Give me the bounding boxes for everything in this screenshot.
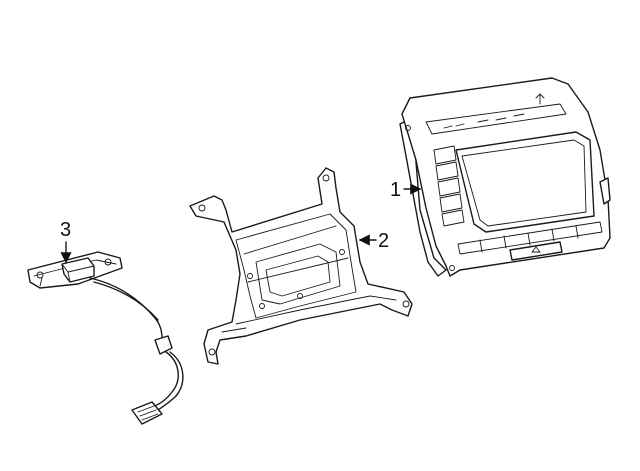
- part-1-display-unit: [399, 77, 611, 277]
- callout-2: 2: [358, 230, 389, 252]
- callout-1-label: 1: [390, 179, 401, 201]
- callout-3-label: 3: [60, 219, 71, 241]
- part-2-mounting-bracket: [189, 167, 413, 365]
- callout-2-label: 2: [378, 230, 389, 252]
- callout-3: 3: [60, 219, 72, 264]
- callout-1: 1: [390, 179, 422, 201]
- part-3-bracket-with-cable: [27, 251, 184, 425]
